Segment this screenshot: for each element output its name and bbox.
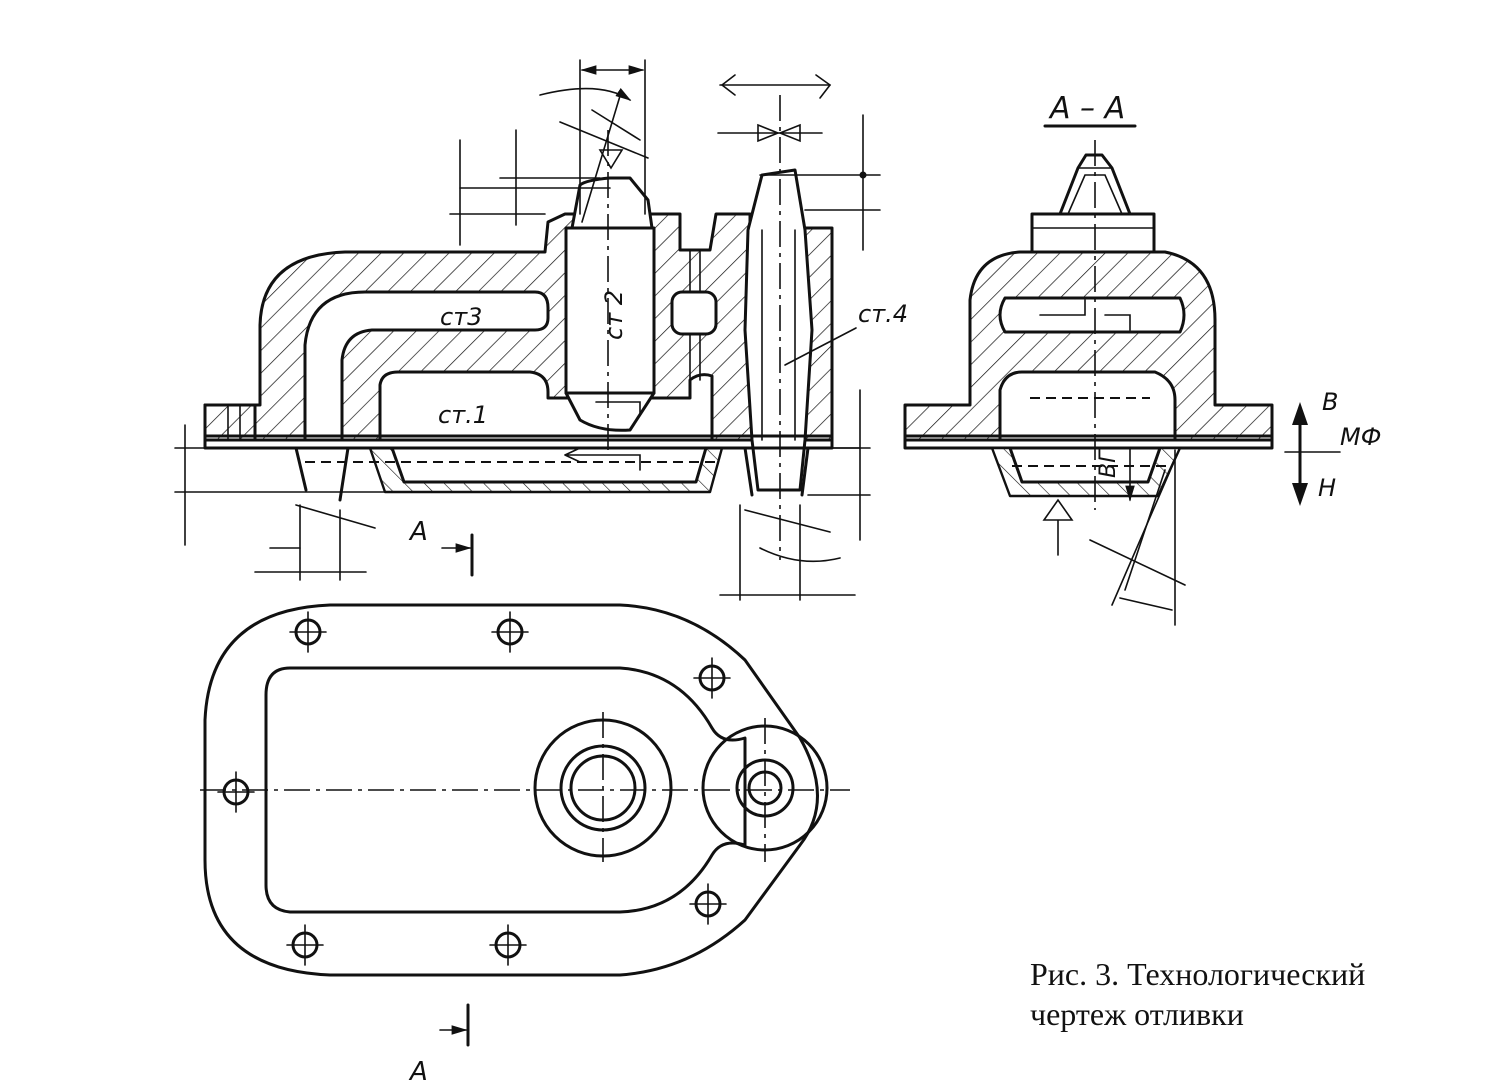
core-st2-cap — [570, 176, 654, 230]
right-leg-draft — [743, 446, 810, 497]
bolt-hole — [693, 657, 731, 699]
bolt-hole — [286, 924, 324, 966]
core-st2 — [564, 226, 656, 395]
plan-bolt-holes — [217, 611, 731, 966]
label-core-st2: ст 2 — [600, 290, 628, 340]
plan-outer-contour — [203, 603, 819, 977]
svg-text:А: А — [408, 1057, 428, 1087]
label-core-st1: ст.1 — [438, 401, 488, 429]
label-core-st3: ст3 — [440, 303, 482, 331]
section-marker-upper: А — [408, 517, 474, 577]
plan-view — [200, 603, 850, 977]
left-flange-pad — [203, 403, 257, 442]
section-aa-cavity — [998, 370, 1177, 442]
plan-side-boss-outer — [701, 724, 829, 852]
front-dimensions — [174, 59, 881, 601]
label-top-b: В — [1322, 388, 1338, 416]
plan-inner-contour — [264, 666, 747, 914]
front-section-view — [203, 95, 834, 560]
core-st4 — [743, 168, 814, 492]
lower-cavity — [390, 446, 708, 484]
section-aa-sprue — [1058, 153, 1132, 216]
bolt-hole — [491, 611, 529, 653]
bolt-hole — [289, 611, 327, 653]
svg-text:А: А — [408, 517, 428, 547]
section-aa-title: А – А — [1048, 91, 1125, 126]
bolt-hole — [689, 883, 727, 925]
section-aa-channel — [998, 296, 1186, 334]
label-mf: МФ — [1340, 423, 1381, 451]
figure-caption-line2: чертеж отливки — [1030, 996, 1244, 1032]
core-st3 — [303, 290, 550, 442]
connecting-web — [670, 290, 718, 336]
figure-caption-line1: Рис. 3. Технологический — [1030, 956, 1365, 992]
section-marker-lower: А — [408, 1003, 470, 1087]
bolt-hole — [489, 924, 527, 966]
label-core-st4: ст.4 — [858, 300, 908, 328]
label-vg: ВГ — [1096, 449, 1121, 478]
label-bottom-h: Н — [1318, 474, 1336, 502]
bolt-hole — [217, 771, 255, 813]
section-aa-view: А – А ВГ В МФ Н — [903, 91, 1381, 626]
section-aa-top-pad — [1030, 212, 1156, 254]
